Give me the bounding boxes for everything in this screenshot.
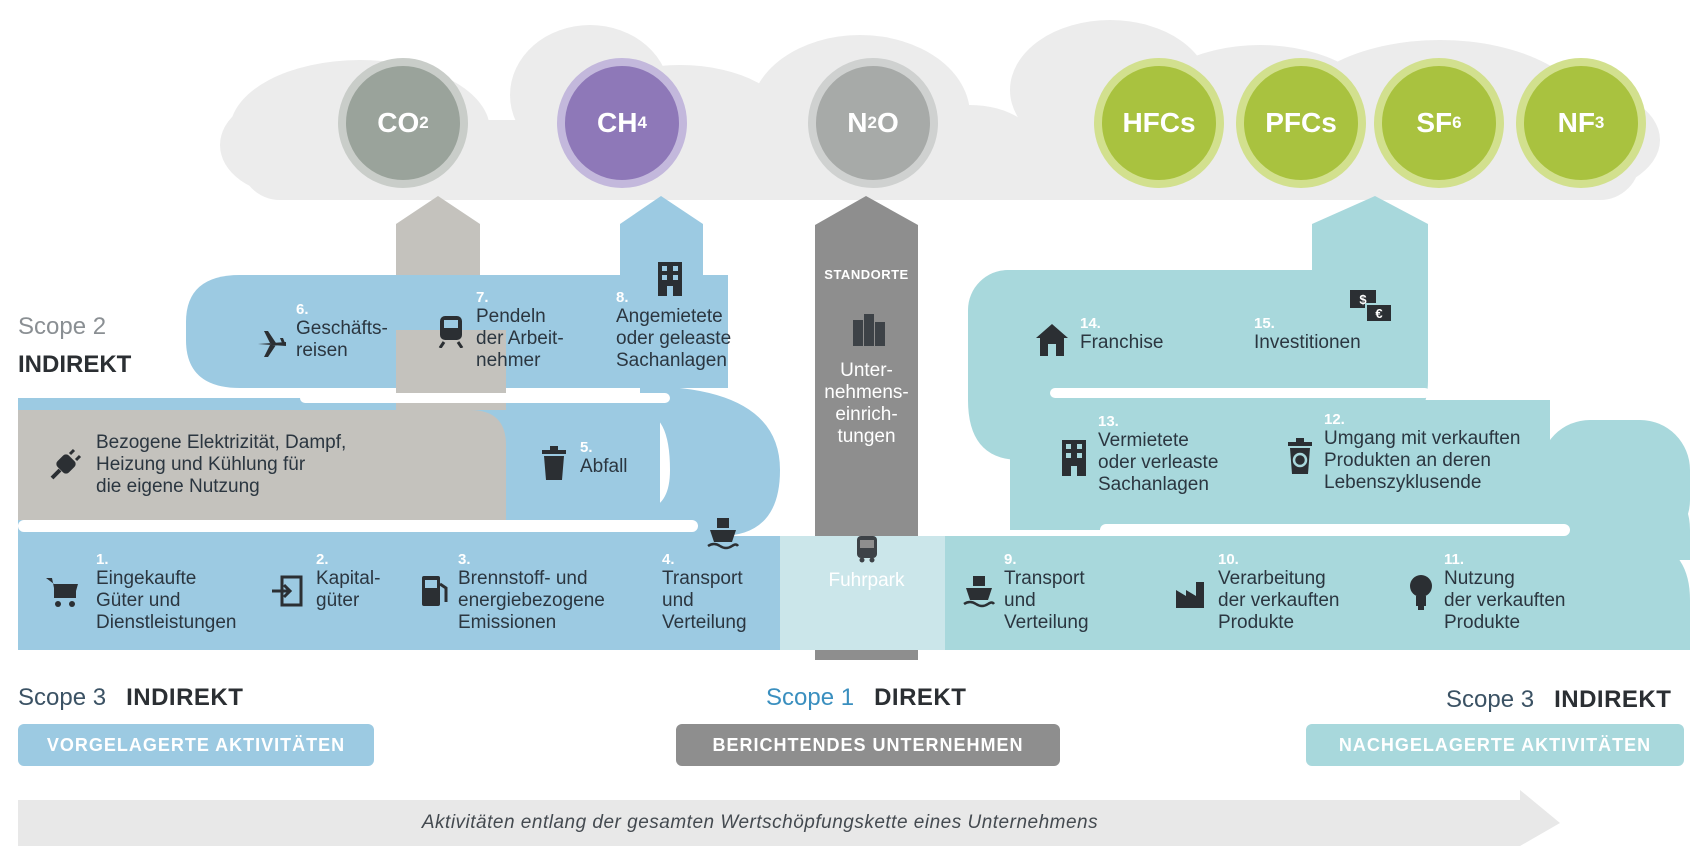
- fuel-pump-icon: [422, 576, 448, 606]
- scope2-label: Scope 2: [18, 313, 107, 340]
- upstream-item-3: 3.Brennstoff- und energiebezogene Emissi…: [458, 551, 605, 634]
- upstream-item-2: 2.Kapital- güter: [316, 551, 381, 612]
- recycle-bin-icon: [1288, 438, 1312, 474]
- gas-pfcs: PFCs: [1236, 58, 1366, 188]
- currency-icon: $€: [1350, 290, 1392, 323]
- factory-icon: [1176, 582, 1204, 608]
- downstream-badge: NACHGELAGERTE AKTIVITÄTEN: [1306, 724, 1684, 766]
- upstream-item-4: 4.Transport und Verteilung: [662, 551, 747, 634]
- value-chain-caption: Aktivitäten entlang der gesamten Wertsch…: [421, 812, 1099, 833]
- downstream-item-10: 10.Verarbeitung der verkauften Produkte: [1218, 551, 1340, 634]
- fleet-label: Fuhrpark: [828, 570, 905, 591]
- downstream-item-13: 13.Vermietete oder verleaste Sachanlagen: [1098, 413, 1219, 496]
- gas-hfcs: HFCs: [1094, 58, 1224, 188]
- downstream-item-9: 9.Transport und Verteilung: [1004, 551, 1089, 634]
- scope3-left-label: Scope 3 INDIREKT: [18, 684, 244, 711]
- enter-icon: [272, 575, 303, 607]
- cart-icon: [46, 578, 78, 607]
- svg-text:€: €: [1375, 306, 1382, 321]
- plug-icon: [50, 448, 82, 480]
- downstream-item-12: 12.Umgang mit verkauften Produkten an de…: [1324, 411, 1521, 494]
- scope3-right-label: Scope 3 INDIREKT: [1446, 686, 1672, 713]
- standorte-label: STANDORTE: [824, 267, 909, 282]
- downstream-item-15: 15.Investitionen: [1254, 315, 1361, 354]
- value-chain-arrow: [18, 790, 1560, 846]
- ship-icon: [707, 518, 740, 550]
- house-icon: [1036, 324, 1068, 356]
- downstream-item-14: 14.Franchise: [1080, 315, 1164, 354]
- building-icon: [658, 262, 682, 296]
- upstream-item-7: 7.Pendeln der Arbeit- nehmer: [476, 289, 564, 372]
- company-badge: BERICHTENDES UNTERNEHMEN: [676, 724, 1060, 766]
- upstream-item-5: 5.Abfall: [580, 439, 628, 478]
- plane-icon: [258, 331, 286, 357]
- factory-buildings-icon: [853, 314, 885, 346]
- ship-icon: [963, 576, 996, 608]
- svg-text:$: $: [1359, 292, 1367, 307]
- bus-icon: [857, 536, 877, 563]
- lightbulb-icon: [1410, 575, 1432, 610]
- upstream-item-6: 6.Geschäfts- reisen: [296, 301, 388, 362]
- upstream-item-8: 8.Angemietete oder geleaste Sachanlagen: [616, 289, 732, 372]
- train-icon: [438, 316, 464, 348]
- upstream-badge: VORGELAGERTE AKTIVITÄTEN: [18, 724, 374, 766]
- downstream-item-11: 11.Nutzung der verkauften Produkte: [1444, 551, 1566, 634]
- scope2-type: INDIREKT: [18, 351, 132, 378]
- trash-icon: [542, 446, 566, 480]
- upstream-item-1: 1.Eingekaufte Güter und Dienstleistungen: [96, 551, 237, 634]
- scope2-item: Bezogene Elektrizität, Dampf, Heizung un…: [96, 432, 347, 497]
- scope1-label: Scope 1 DIREKT: [766, 684, 967, 711]
- facilities-label: Unter- nehmens- einrich- tungen: [824, 360, 909, 447]
- building-icon: [1062, 440, 1086, 476]
